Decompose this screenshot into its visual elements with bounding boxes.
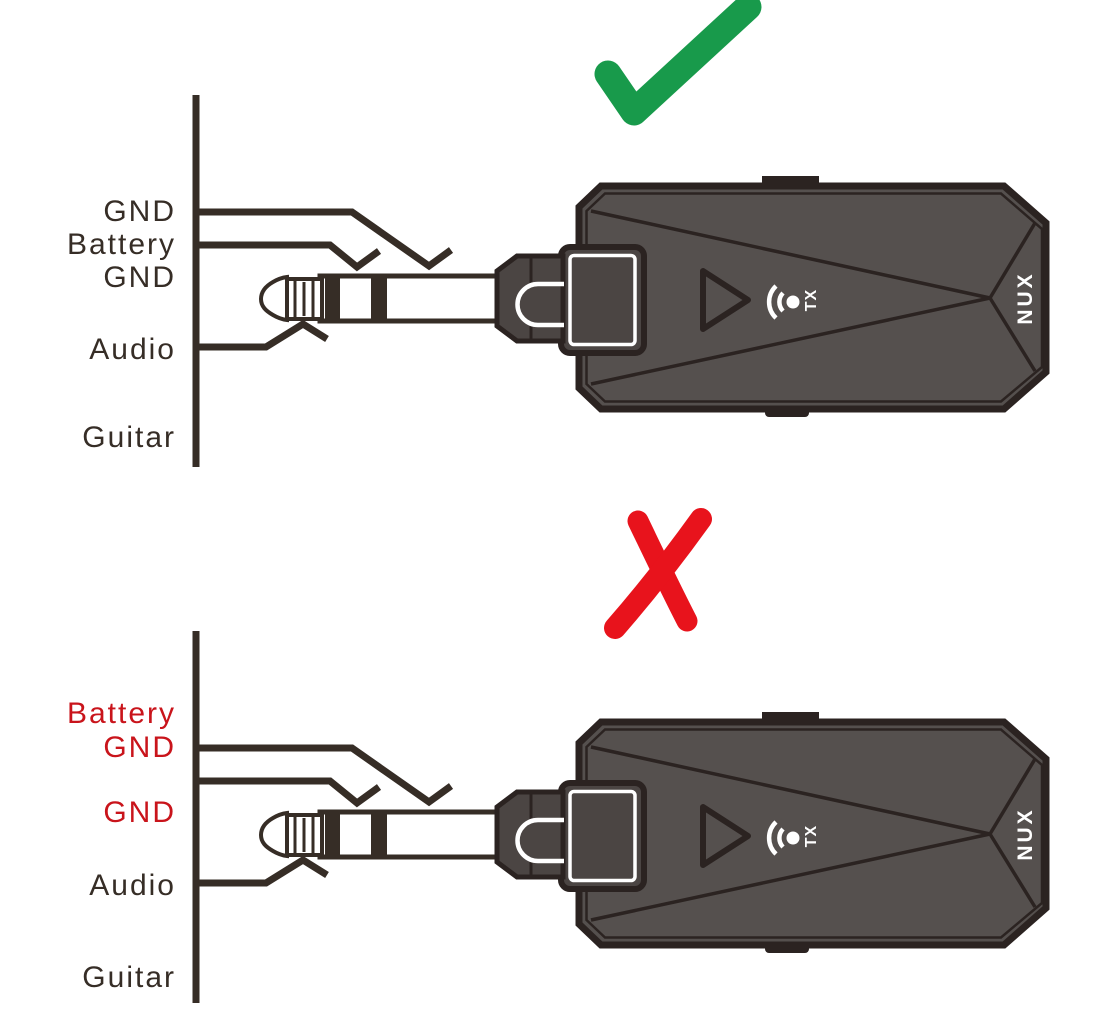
trs-plug — [258, 273, 509, 324]
plug-neck-ridges — [293, 280, 315, 318]
wiring-art-correct — [192, 95, 1050, 467]
plug-sleeve-barrel — [317, 273, 509, 324]
transmitter-plug-housing-highlight — [568, 253, 637, 347]
wifi-signal-icon — [766, 284, 800, 320]
x-icon — [604, 508, 712, 639]
plug-collar-arch-highlight — [515, 281, 564, 328]
transmitter-body — [575, 182, 1050, 413]
transmitter-plug-housing — [558, 244, 647, 356]
plug-tip — [258, 274, 289, 323]
wiring-art-wrong — [196, 631, 1046, 1003]
check-icon — [594, 0, 762, 126]
wire-tip — [197, 319, 329, 351]
plug-collar-nut — [494, 253, 566, 344]
plug-insulator-band-1 — [325, 277, 340, 320]
transmitter-facet-lines — [590, 209, 1037, 386]
play-triangle-icon — [700, 268, 751, 332]
wire-ring — [196, 241, 382, 272]
wire-sleeve — [196, 208, 454, 271]
plug-insulator-band-2 — [371, 277, 387, 320]
